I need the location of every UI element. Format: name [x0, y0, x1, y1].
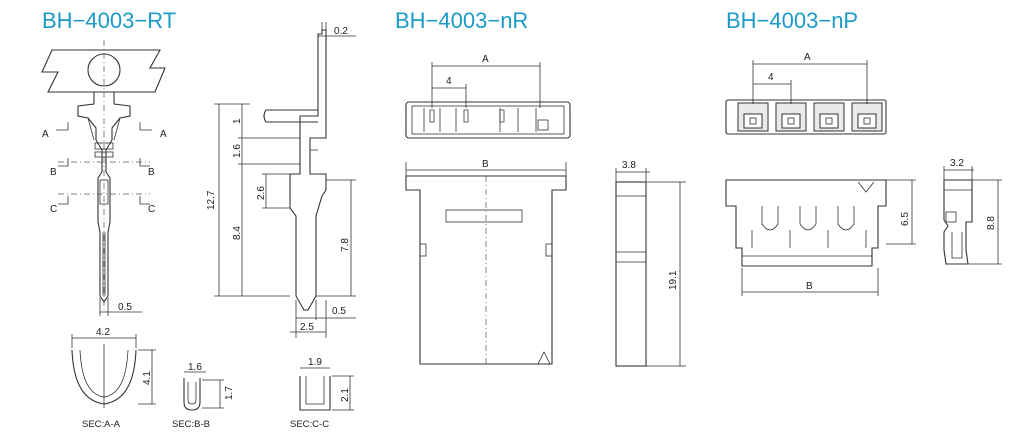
- sec-cc-height: 2.1: [340, 388, 351, 402]
- sec-aa-width: 4.2: [96, 327, 110, 338]
- dim-d2: 1.6: [232, 144, 243, 158]
- np-dim-height-body: 6.5: [900, 212, 911, 226]
- nr-top-view: A 4: [405, 54, 571, 139]
- rt-side-view: 0.2 12.7 1 1.6 2.6 8.4 7.8 0.5 2.5: [206, 22, 356, 338]
- sec-aa-label: SEC:A-A: [82, 419, 121, 430]
- np-side-view: 3.2 8.8: [943, 158, 1002, 265]
- sec-mark-a-left: A: [42, 129, 49, 140]
- dim-d7: 0.5: [332, 306, 346, 317]
- sec-cc-width: 1.9: [308, 357, 322, 368]
- dim-d1: 1: [232, 118, 243, 124]
- sec-mark-a-right: A: [160, 129, 167, 140]
- sec-bb-height: 1.7: [224, 386, 235, 400]
- title-nr: BH−4003−nR: [395, 8, 528, 33]
- title-rt: BH−4003−RT: [42, 8, 176, 33]
- sec-mark-b-left: B: [50, 167, 57, 178]
- nr-front-view: B: [405, 159, 567, 365]
- dim-total-height: 12.7: [206, 190, 217, 210]
- nr-dim-pitch: 4: [446, 76, 452, 87]
- sec-bb-width: 1.6: [188, 362, 202, 373]
- sec-mark-b-right: B: [148, 167, 155, 178]
- dim-thickness: 0.2: [334, 26, 348, 37]
- nr-dim-height: 19.1: [668, 270, 679, 290]
- np-front-view: 6.5 B: [725, 179, 916, 296]
- section-aa: 4.2 4.1 SEC:A-A: [71, 327, 156, 430]
- dim-d3: 2.6: [256, 186, 267, 200]
- dim-d6: 7.8: [340, 238, 351, 252]
- section-bb: 1.6 1.7 SEC:B-B: [172, 362, 235, 430]
- rt-front-view: A A B B C C 0.5: [41, 40, 167, 316]
- sec-mark-c-left: C: [50, 204, 57, 215]
- title-np: BH−4003−nP: [726, 8, 858, 33]
- np-dim-pitch: 4: [768, 72, 774, 83]
- sec-bb-label: SEC:B-B: [172, 419, 210, 430]
- section-cc: 1.9 2.1 SEC:C-C: [290, 357, 354, 430]
- np-dim-b: B: [806, 281, 813, 292]
- sec-aa-height: 4.1: [142, 371, 153, 385]
- np-dim-a: A: [804, 52, 811, 63]
- nr-side-view: 3.8 19.1: [615, 160, 686, 367]
- np-dim-height-total: 8.8: [986, 216, 997, 230]
- np-top-view: A 4: [725, 52, 887, 135]
- sec-mark-c-right: C: [148, 204, 155, 215]
- sec-cc-label: SEC:C-C: [290, 419, 329, 430]
- np-dim-depth: 3.2: [950, 158, 964, 169]
- nr-dim-b: B: [482, 159, 489, 170]
- nr-dim-a: A: [482, 54, 489, 65]
- dim-d5: 8.4: [232, 226, 243, 240]
- dim-d8: 2.5: [300, 322, 314, 333]
- nr-dim-depth: 3.8: [622, 160, 636, 171]
- dim-tip-width: 0.5: [118, 302, 132, 313]
